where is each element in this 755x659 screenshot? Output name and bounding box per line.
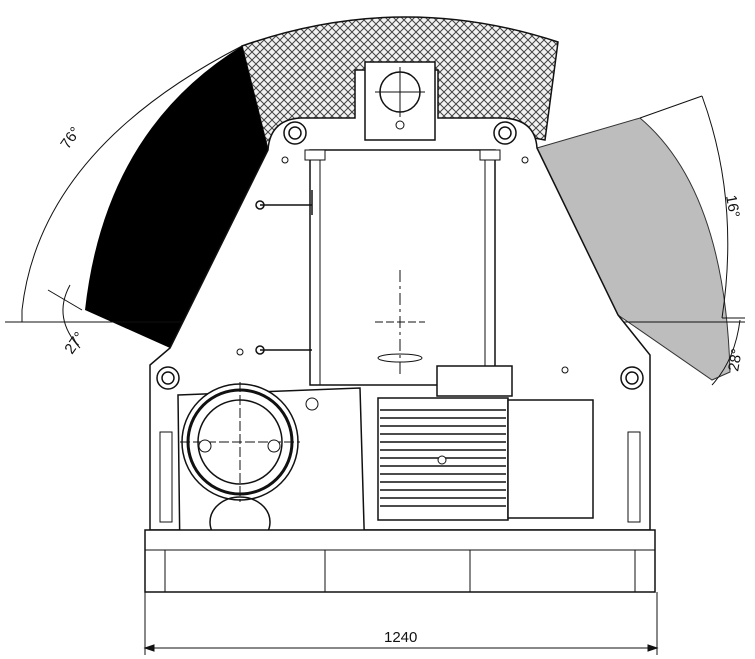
- width-dimension-line: [143, 592, 659, 655]
- right-grey-sector: [536, 117, 731, 381]
- base-frame: [144, 529, 656, 593]
- width-dimension-label: 1240: [384, 629, 417, 646]
- side-handles: [255, 190, 313, 355]
- upper-bolts: [156, 121, 644, 390]
- angle-label-left-lower: 27°: [61, 329, 88, 357]
- motor-fan-cover: [507, 399, 594, 519]
- angle-label-right-lower: 28°: [725, 347, 746, 372]
- angle-arcs: [21, 45, 745, 386]
- angle-label-right-upper: 16°: [722, 194, 743, 219]
- angle-label-left-upper: 76°: [57, 124, 84, 152]
- central-chamber: [309, 149, 496, 386]
- left-black-sector: [85, 46, 268, 348]
- terminal-box: [436, 365, 513, 397]
